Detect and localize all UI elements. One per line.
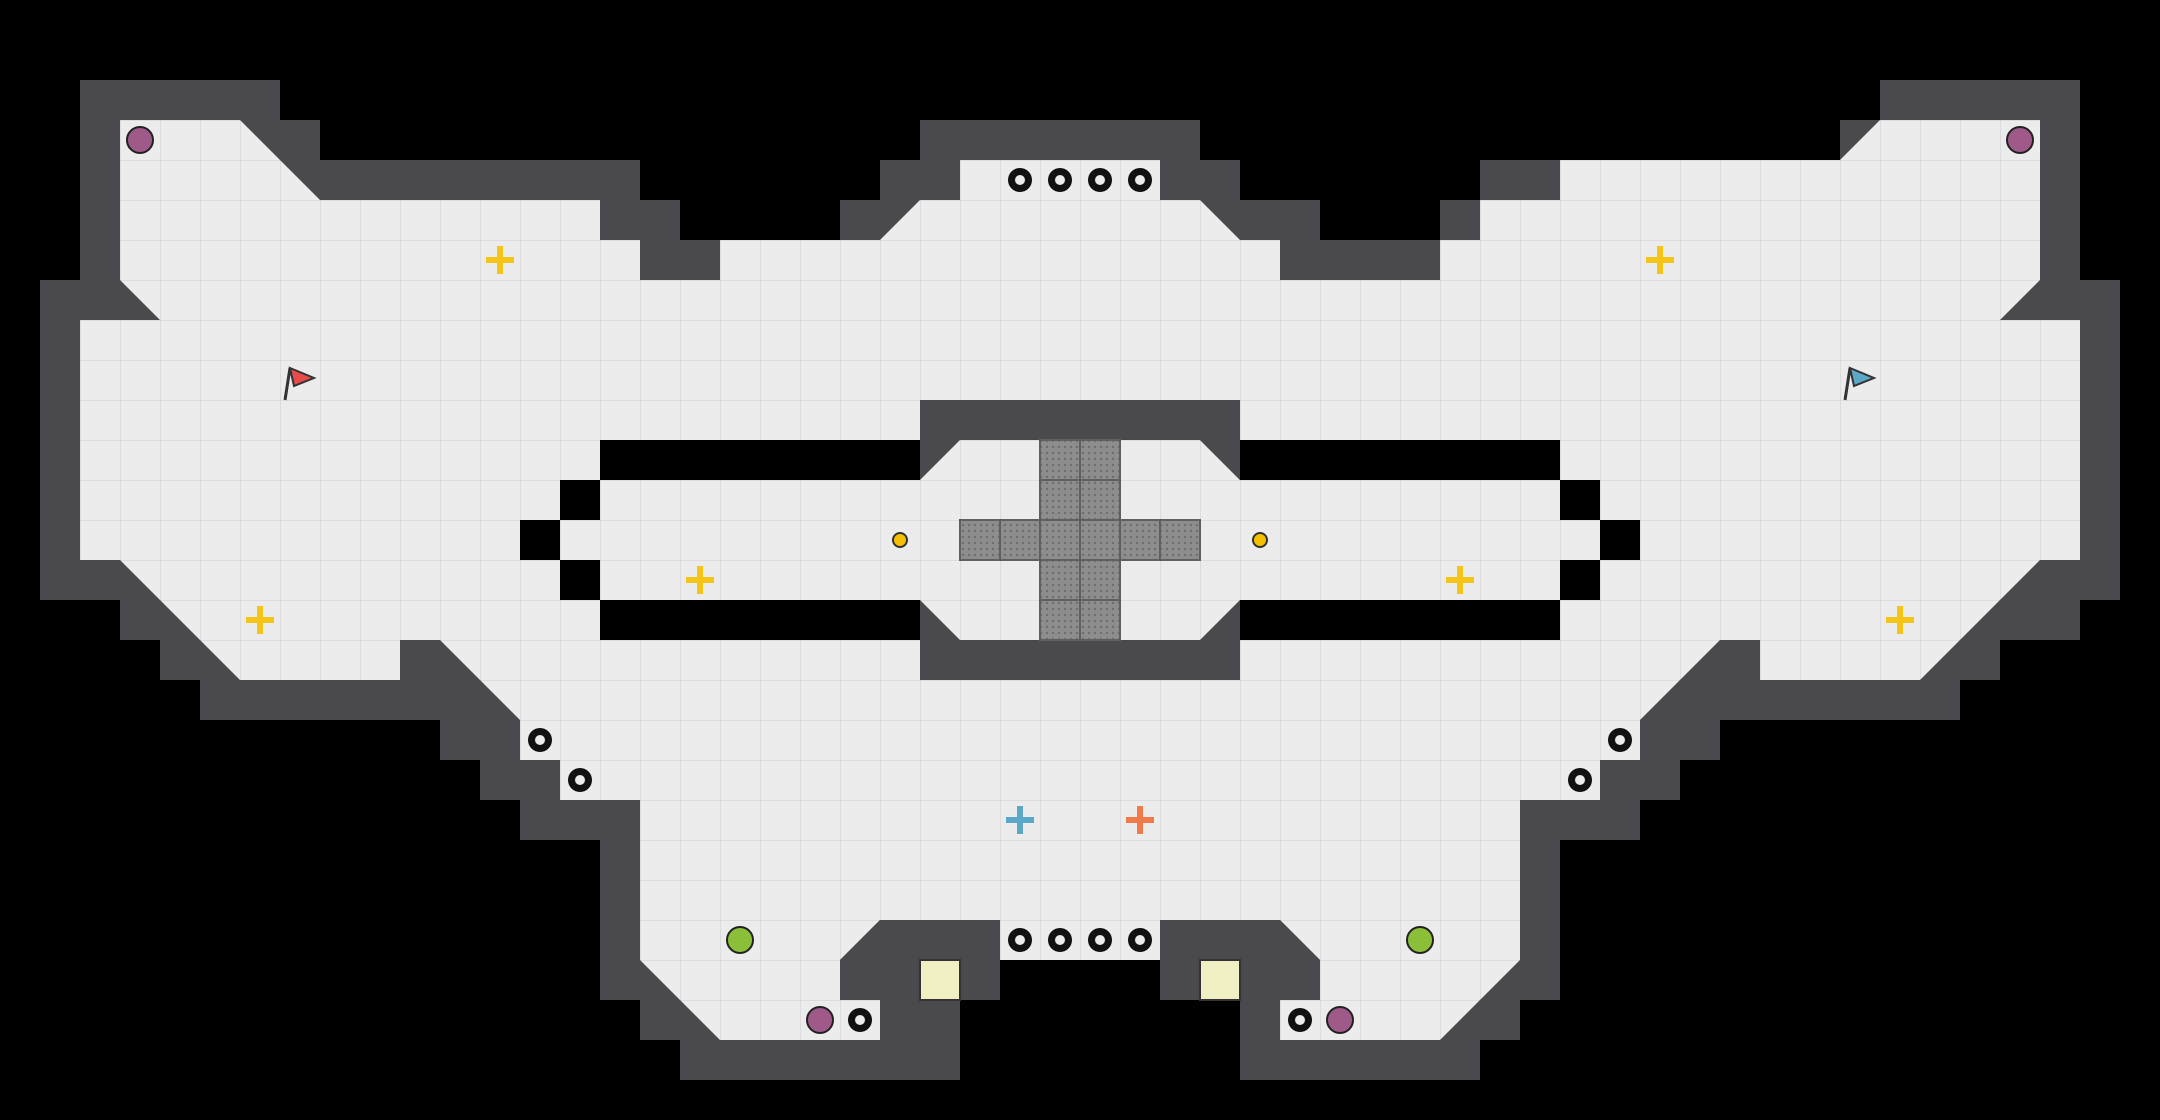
spike-icon — [1088, 168, 1112, 192]
portal-icon — [919, 959, 961, 1001]
powerup-orb-icon — [2006, 126, 2034, 154]
button-icon — [1252, 532, 1268, 548]
gate-tile — [1079, 479, 1121, 521]
gate-tile — [1039, 439, 1081, 481]
orb-layer — [126, 126, 2034, 1034]
boost-icon — [1886, 606, 1914, 634]
boost-layer — [246, 246, 1914, 634]
powerup-orb-icon — [806, 1006, 834, 1034]
spike-icon — [528, 728, 552, 752]
bomb-icon — [1406, 926, 1434, 954]
spike-icon — [1048, 168, 1072, 192]
portal-layer — [919, 959, 1241, 1001]
spike-icon — [1008, 168, 1032, 192]
gate-tile — [1039, 479, 1081, 521]
spike-icon — [1608, 728, 1632, 752]
flag-layer — [283, 366, 1877, 401]
red-boost-icon — [1126, 806, 1154, 834]
spike-icon — [1568, 768, 1592, 792]
boost-icon — [246, 606, 274, 634]
team-boost-layer — [1006, 806, 1154, 834]
powerup-orb-icon — [126, 126, 154, 154]
blue-boost-icon — [1006, 806, 1034, 834]
spike-icon — [1008, 928, 1032, 952]
boost-icon — [1646, 246, 1674, 274]
gate-tile — [1079, 599, 1121, 641]
boost-icon — [486, 246, 514, 274]
gate-tile — [1079, 559, 1121, 601]
boost-icon — [1446, 566, 1474, 594]
boost-icon — [686, 566, 714, 594]
gate-tile — [1079, 519, 1121, 561]
gate-tile — [999, 519, 1041, 561]
gate-tile — [1119, 519, 1161, 561]
gate-tile — [959, 519, 1001, 561]
button-layer — [892, 532, 1268, 548]
gate-tile — [1159, 519, 1201, 561]
portal-icon — [1199, 959, 1241, 1001]
spike-icon — [848, 1008, 872, 1032]
gate-tile — [1039, 519, 1081, 561]
button-icon — [892, 532, 908, 548]
red-flag-icon — [283, 366, 317, 401]
blue-flag-icon — [1843, 366, 1877, 401]
gate-tile — [1039, 599, 1081, 641]
gate-tile — [1039, 559, 1081, 601]
spike-icon — [1048, 928, 1072, 952]
spike-icon — [1088, 928, 1112, 952]
spike-icon — [1288, 1008, 1312, 1032]
spike-icon — [568, 768, 592, 792]
spike-icon — [1128, 168, 1152, 192]
spike-layer — [528, 168, 1632, 1032]
hole-layer — [520, 440, 1640, 640]
powerup-orb-icon — [1326, 1006, 1354, 1034]
center-gate — [959, 439, 1201, 641]
bomb-icon — [726, 926, 754, 954]
spike-icon — [1128, 928, 1152, 952]
gate-tile — [1079, 439, 1121, 481]
